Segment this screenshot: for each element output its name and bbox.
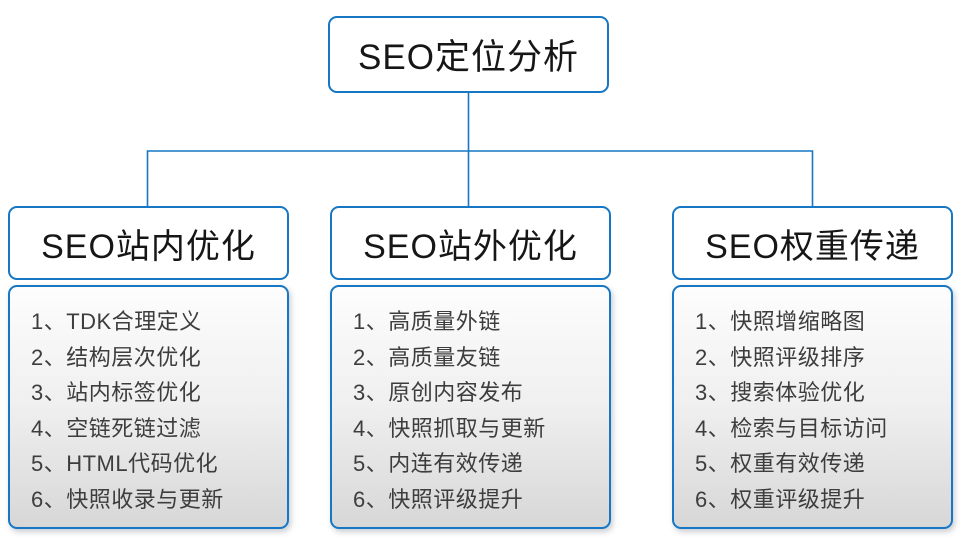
- list-item: 1、TDK合理定义: [31, 309, 202, 334]
- branch-title-weight-transfer: SEO权重传递: [672, 206, 953, 280]
- branch-title-offsite-optimization: SEO站外优化: [330, 206, 611, 280]
- list-item: 5、内连有效传递: [353, 451, 524, 476]
- branch-panel-onsite-optimization: 1、TDK合理定义 2、结构层次优化 3、站内标签优化 4、空链死链过滤 5、H…: [8, 285, 289, 529]
- list-item: 3、站内标签优化: [31, 380, 202, 405]
- branch-panel-weight-transfer: 1、快照增缩略图 2、快照评级排序 3、搜索体验优化 4、检索与目标访问 5、权…: [672, 285, 953, 529]
- branch-title-onsite-optimization: SEO站内优化: [8, 206, 289, 280]
- list-item: 5、HTML代码优化: [31, 451, 219, 476]
- list-item: 4、检索与目标访问: [695, 415, 888, 441]
- list-item: 6、快照评级提升: [353, 486, 524, 512]
- list-item: 6、权重评级提升: [695, 486, 866, 512]
- list-item: 3、搜索体验优化: [695, 380, 866, 405]
- branch-panel-offsite-optimization: 1、高质量外链 2、高质量友链 3、原创内容发布 4、快照抓取与更新 5、内连有…: [330, 285, 611, 529]
- list-item: 4、空链死链过滤: [31, 415, 202, 441]
- list-item: 2、快照评级排序: [695, 344, 866, 370]
- list-item: 3、原创内容发布: [353, 380, 524, 405]
- list-item: 4、快照抓取与更新: [353, 415, 546, 441]
- list-item: 1、高质量外链: [353, 309, 501, 334]
- branch-list-offsite: 1、高质量外链 2、高质量友链 3、原创内容发布 4、快照抓取与更新 5、内连有…: [332, 287, 609, 517]
- list-item: 2、高质量友链: [353, 344, 501, 370]
- list-item: 1、快照增缩略图: [695, 309, 866, 334]
- list-item: 5、权重有效传递: [695, 451, 866, 476]
- branch-list-onsite: 1、TDK合理定义 2、结构层次优化 3、站内标签优化 4、空链死链过滤 5、H…: [10, 287, 287, 517]
- list-item: 2、结构层次优化: [31, 344, 202, 370]
- connector-branch-rail: [146, 150, 814, 206]
- branch-list-weight: 1、快照增缩略图 2、快照评级排序 3、搜索体验优化 4、检索与目标访问 5、权…: [674, 287, 951, 517]
- list-item: 6、快照收录与更新: [31, 486, 224, 512]
- root-node: SEO定位分析: [328, 16, 609, 93]
